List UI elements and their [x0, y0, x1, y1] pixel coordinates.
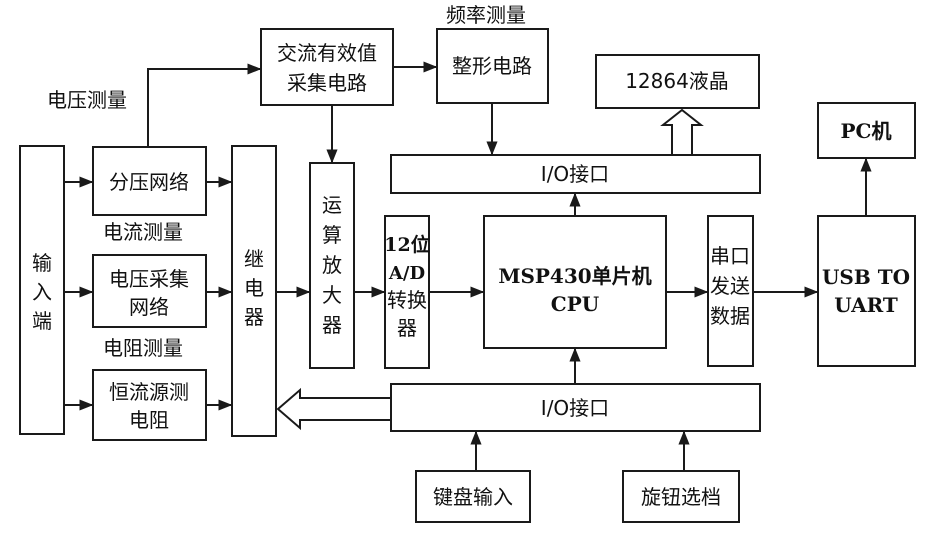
- opamp-char-4: 大: [322, 283, 342, 307]
- relay-char-2: 电: [244, 276, 264, 300]
- mcu-line-1: MSP430单片机: [498, 264, 651, 288]
- serial-line-2: 发送: [710, 274, 750, 298]
- usb-uart-box: [817, 215, 916, 367]
- acrms-line-1: 交流有效值: [277, 41, 377, 65]
- usb-line-1: USB TO: [822, 265, 910, 289]
- lcd-box: [595, 54, 760, 109]
- acrms-line-2: 采集电路: [287, 71, 367, 95]
- io-top-label: I/O接口: [541, 162, 609, 186]
- input-char-2: 入: [32, 280, 52, 304]
- hollow-arrow-io-relay: [276, 387, 392, 431]
- voltage-collect-box: [92, 254, 207, 328]
- label-resistance-measure: 电阻测量: [103, 336, 183, 360]
- opamp-char-3: 放: [322, 253, 342, 277]
- voltage-collect-line-2: 网络: [129, 295, 169, 319]
- input-char-3: 端: [32, 309, 52, 333]
- mcu-line-2: CPU: [551, 292, 599, 316]
- relay-char-1: 继: [244, 247, 264, 271]
- opamp-box: [309, 162, 355, 369]
- adc-line-1: 12位: [384, 233, 429, 256]
- opamp-char-5: 器: [322, 313, 342, 337]
- io-top-box: [390, 154, 761, 194]
- shaping-label: 整形电路: [452, 54, 532, 78]
- keyboard-label: 键盘输入: [433, 485, 513, 509]
- arrow-divider-acrms: [147, 63, 262, 147]
- opamp-char-2: 算: [322, 223, 342, 247]
- serial-line-1: 串口: [710, 244, 750, 268]
- usb-line-2: UART: [834, 293, 898, 317]
- voltage-collect-line-1: 电压采集: [109, 267, 189, 291]
- opamp-char-1: 运: [322, 193, 342, 217]
- keyboard-box: [415, 470, 531, 523]
- divider-network-box: [92, 146, 207, 216]
- relay-char-3: 器: [244, 305, 264, 329]
- pc-label: PC机: [841, 119, 892, 143]
- input-char-1: 输: [32, 251, 52, 275]
- pc-box: [817, 102, 916, 159]
- knob-label: 旋钮选档: [641, 485, 721, 509]
- constant-current-line-2: 电阻: [129, 408, 169, 432]
- input-terminal-box: [19, 145, 65, 435]
- io-bottom-box: [390, 383, 761, 432]
- divider-label: 分压网络: [109, 170, 189, 194]
- label-frequency-measure: 频率测量: [446, 3, 526, 27]
- mcu-box: [483, 215, 667, 349]
- constant-current-line-1: 恒流源测: [109, 380, 189, 404]
- adc-line-4: 器: [397, 316, 417, 340]
- label-voltage-measure: 电压测量: [47, 88, 127, 112]
- serial-line-3: 数据: [710, 304, 750, 328]
- lcd-label: 12864液晶: [625, 69, 729, 93]
- relay-box: [231, 145, 277, 437]
- io-bottom-label: I/O接口: [541, 396, 609, 420]
- adc-line-2: A/D: [388, 263, 425, 284]
- label-current-measure: 电流测量: [103, 220, 183, 244]
- knob-box: [622, 470, 740, 523]
- serial-box: [707, 215, 754, 367]
- adc-line-3: 转换: [387, 288, 427, 312]
- hollow-arrow-io-lcd: [660, 108, 704, 156]
